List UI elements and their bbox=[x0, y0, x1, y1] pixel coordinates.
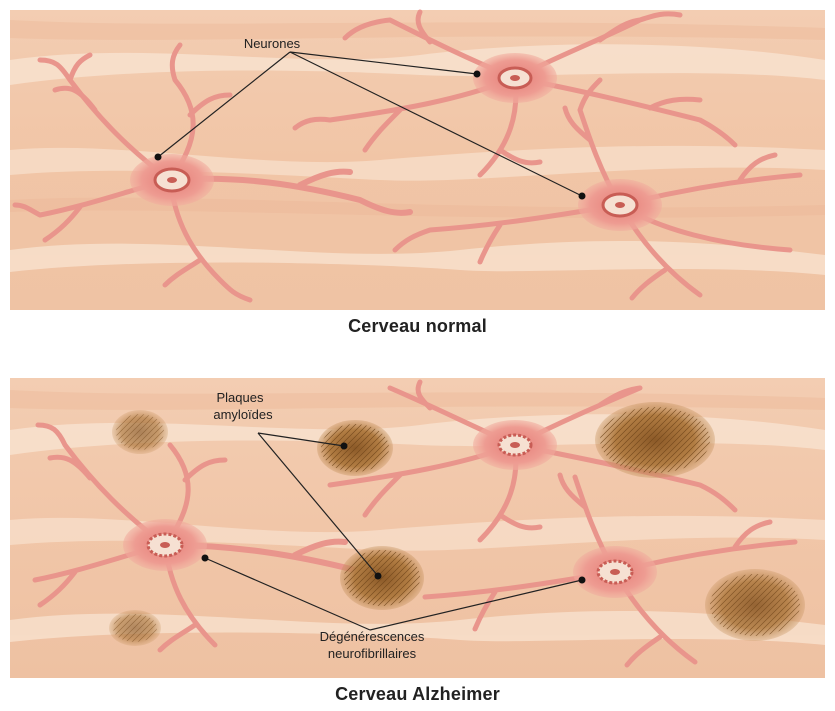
tangle-right-pointer-dot bbox=[579, 577, 586, 584]
plaque-upper-right bbox=[595, 402, 715, 478]
alzheimer-brain-caption: Cerveau Alzheimer bbox=[0, 684, 835, 705]
plaque-lower-right bbox=[705, 569, 805, 641]
plaque-small-bottom-left bbox=[109, 610, 161, 646]
tangle-left-pointer-dot bbox=[202, 555, 209, 562]
plaques-label-line2: amyloïdes bbox=[213, 407, 273, 422]
plaques-label-line1: Plaques bbox=[217, 390, 264, 405]
alz-neuron-top-nucleolus bbox=[510, 442, 520, 448]
plaque-upper-pointer-dot bbox=[341, 443, 348, 450]
plaque-lower-center bbox=[340, 546, 424, 610]
alz-neuron-left-nucleolus bbox=[160, 542, 170, 548]
tangles-label-line1: Dégénérescences bbox=[320, 629, 425, 644]
plaque-small-top-left bbox=[112, 410, 168, 454]
tangles-label-line2: neurofibrillaires bbox=[328, 646, 417, 661]
plaque-lower-pointer-dot bbox=[375, 573, 382, 580]
alz-neuron-right-nucleolus bbox=[610, 569, 620, 575]
plaque-upper-center bbox=[317, 420, 393, 476]
